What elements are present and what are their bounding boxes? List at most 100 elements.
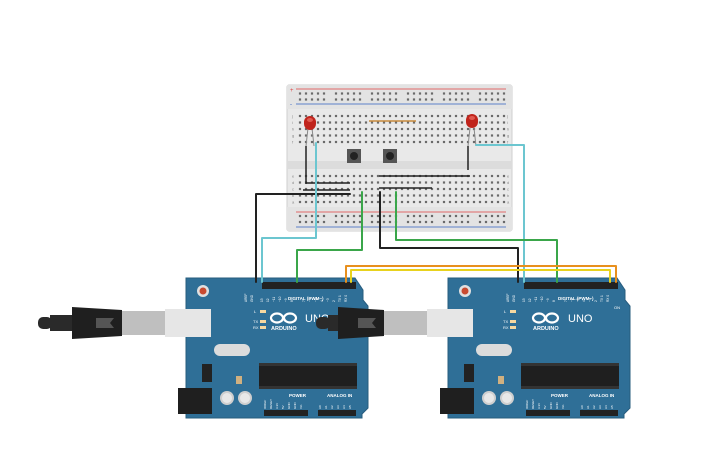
svg-text:8: 8 bbox=[552, 300, 556, 302]
breadboard-jumpers bbox=[303, 146, 470, 191]
svg-text:~3: ~3 bbox=[326, 298, 330, 302]
svg-text:f: f bbox=[507, 140, 509, 145]
svg-text:h: h bbox=[507, 127, 509, 132]
svg-text:c: c bbox=[507, 187, 509, 192]
svg-text:A5: A5 bbox=[348, 405, 352, 409]
svg-text:i: i bbox=[507, 120, 508, 125]
led-right[interactable] bbox=[466, 114, 478, 147]
svg-text:5V: 5V bbox=[281, 405, 285, 409]
arduino-board-left[interactable]: AREF GND 13 12 ~11 ~10 ~9 8 7 ~6 ~5 4 ~3… bbox=[178, 277, 369, 419]
svg-text:A2: A2 bbox=[592, 405, 596, 409]
svg-text:j: j bbox=[506, 114, 508, 119]
svg-text:GND: GND bbox=[555, 402, 559, 410]
svg-text:12: 12 bbox=[528, 298, 532, 302]
svg-text:f: f bbox=[292, 140, 294, 145]
svg-text:GND: GND bbox=[287, 402, 291, 410]
led-label-l-left: L bbox=[254, 309, 257, 314]
svg-text:A0: A0 bbox=[580, 405, 584, 409]
svg-text:~6: ~6 bbox=[570, 298, 574, 302]
pushbutton-right[interactable] bbox=[383, 149, 397, 163]
board-model-right: UNO bbox=[568, 313, 593, 325]
arduino-right-power-labels: IOREF RESET 3.3V 5V GND GND Vin A0 A1 A2… bbox=[525, 399, 614, 409]
led-left[interactable] bbox=[304, 116, 316, 147]
svg-text:13: 13 bbox=[522, 298, 526, 302]
svg-text:13: 13 bbox=[260, 298, 264, 302]
svg-text:4: 4 bbox=[320, 300, 324, 302]
wire-cyan-right bbox=[475, 144, 525, 283]
svg-text:AREF: AREF bbox=[244, 293, 248, 302]
usb-cable-right[interactable] bbox=[316, 307, 473, 339]
svg-text:TX 1: TX 1 bbox=[600, 295, 604, 302]
arduino-right-header-labels: AREF GND 13 12 ~11 ~10 ~9 8 7 ~6 ~5 4 ~3… bbox=[506, 293, 610, 302]
wires[interactable] bbox=[255, 142, 617, 283]
svg-text:A1: A1 bbox=[586, 405, 590, 409]
svg-text:A3: A3 bbox=[598, 405, 602, 409]
svg-text:A4: A4 bbox=[604, 405, 608, 409]
svg-text:4: 4 bbox=[582, 300, 586, 302]
power-label-left: POWER bbox=[289, 393, 307, 398]
led-label-tx-left: TX bbox=[253, 319, 258, 324]
wire-green-left bbox=[296, 191, 363, 283]
svg-text:GND: GND bbox=[293, 402, 297, 410]
power-label-right: POWER bbox=[551, 393, 569, 398]
arduino-logo-icon bbox=[531, 312, 560, 324]
svg-text:h: h bbox=[292, 127, 294, 132]
svg-text:7: 7 bbox=[564, 300, 568, 302]
svg-text:A2: A2 bbox=[330, 405, 334, 409]
led-label-rx-left: RX bbox=[253, 325, 259, 330]
rail-sign-plus: + bbox=[290, 88, 294, 94]
svg-text:RX 0: RX 0 bbox=[344, 295, 348, 302]
svg-text:~10: ~10 bbox=[540, 296, 544, 302]
svg-text:3.3V: 3.3V bbox=[275, 403, 279, 409]
usb-cable-left[interactable] bbox=[38, 307, 211, 339]
arduino-board-right[interactable]: AREF GND 13 12 ~11 ~10 ~9 8 7 ~6 ~5 4 ~3… bbox=[440, 277, 631, 419]
wire-green-right bbox=[395, 191, 558, 283]
svg-text:c: c bbox=[292, 187, 294, 192]
svg-text:d: d bbox=[507, 180, 509, 185]
svg-text:A5: A5 bbox=[610, 405, 614, 409]
svg-text:~10: ~10 bbox=[278, 296, 282, 302]
led-label-l-right: L bbox=[504, 309, 507, 314]
svg-text:A0: A0 bbox=[318, 405, 322, 409]
svg-text:~9: ~9 bbox=[546, 298, 550, 302]
svg-text:A4: A4 bbox=[342, 405, 346, 409]
on-label-right: ON bbox=[614, 305, 620, 310]
svg-text:a: a bbox=[507, 200, 510, 205]
svg-text:3.3V: 3.3V bbox=[537, 403, 541, 409]
svg-text:g: g bbox=[292, 133, 294, 138]
svg-text:~11: ~11 bbox=[272, 297, 276, 302]
svg-text:IOREF: IOREF bbox=[525, 400, 529, 409]
svg-text:2: 2 bbox=[594, 300, 598, 302]
svg-text:5V: 5V bbox=[543, 405, 547, 409]
svg-text:g: g bbox=[507, 133, 509, 138]
svg-text:GND: GND bbox=[549, 402, 553, 410]
svg-text:~3: ~3 bbox=[588, 298, 592, 302]
led-label-tx-right: TX bbox=[503, 319, 508, 324]
svg-text:8: 8 bbox=[290, 300, 294, 302]
svg-text:AREF: AREF bbox=[506, 293, 510, 302]
svg-text:GND: GND bbox=[512, 294, 516, 302]
arduino-left-power-labels: IOREF RESET 3.3V 5V GND GND Vin A0 A1 A2… bbox=[263, 399, 352, 409]
svg-text:Vin: Vin bbox=[561, 404, 565, 409]
svg-text:GND: GND bbox=[250, 294, 254, 302]
pushbutton-left[interactable] bbox=[347, 149, 361, 163]
svg-text:A3: A3 bbox=[336, 405, 340, 409]
svg-text:RX 0: RX 0 bbox=[606, 295, 610, 302]
svg-text:~5: ~5 bbox=[576, 298, 580, 302]
wire-cyan-left bbox=[261, 142, 317, 283]
led-label-rx-right: RX bbox=[503, 325, 509, 330]
svg-text:Vin: Vin bbox=[299, 404, 303, 409]
svg-text:TX 1: TX 1 bbox=[338, 295, 342, 302]
arduino-left-header-labels: AREF GND 13 12 ~11 ~10 ~9 8 7 ~6 ~5 4 ~3… bbox=[244, 293, 348, 302]
svg-text:~11: ~11 bbox=[534, 297, 538, 302]
digital-label-right: DIGITAL (PWM~) bbox=[558, 296, 594, 301]
wire-orange bbox=[345, 265, 617, 283]
svg-text:2: 2 bbox=[332, 300, 336, 302]
svg-text:~6: ~6 bbox=[308, 298, 312, 302]
svg-text:e: e bbox=[507, 174, 510, 179]
rail-sign-minus: - bbox=[290, 102, 292, 108]
svg-text:12: 12 bbox=[266, 298, 270, 302]
wire-black-gnd bbox=[255, 193, 351, 283]
